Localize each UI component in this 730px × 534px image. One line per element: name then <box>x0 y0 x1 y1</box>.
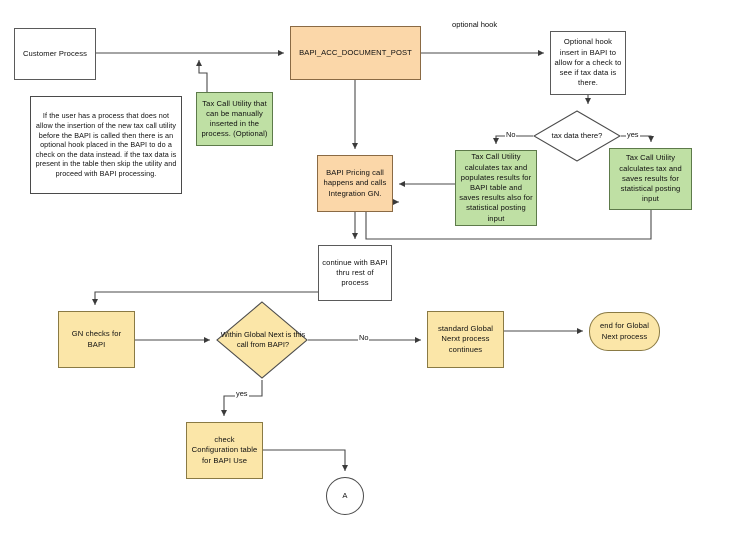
node-label: Customer Process <box>22 48 88 58</box>
node-label: Within Global Next is this call from BAP… <box>220 329 306 349</box>
node-label: check Configuration table for BAPI Use <box>191 435 258 465</box>
edge-config-to-connector <box>263 449 348 471</box>
node-tax-utility-yes-branch[interactable]: Tax Call Utility calculates tax and save… <box>609 148 692 210</box>
node-within-global-next-decision[interactable]: Within Global Next is this call from BAP… <box>216 301 308 379</box>
node-tax-call-utility-manual[interactable]: Tax Call Utility that can be manually in… <box>196 92 273 146</box>
edge-label-tax-data-yes: yes <box>626 130 640 139</box>
edge-globalnext-yes <box>221 380 263 416</box>
node-label: GN checks for BAPI <box>71 329 122 349</box>
edge-label-global-next-no: No <box>358 333 370 342</box>
node-check-configuration-table[interactable]: check Configuration table for BAPI Use <box>186 422 263 479</box>
node-label: continue with BAPI thru rest of process <box>322 257 388 288</box>
node-customer-process[interactable]: Customer Process <box>14 28 96 80</box>
note-optional-hook-explanation: If the user has a process that does not … <box>30 96 182 194</box>
node-label: standard Global Nerxt process continues <box>437 324 494 354</box>
node-bapi-acc-document-post[interactable]: BAPI_ACC_DOCUMENT_POST <box>290 26 421 80</box>
node-label: Tax Call Utility that can be manually in… <box>201 98 268 139</box>
node-tax-data-decision[interactable]: tax data there? <box>533 110 621 162</box>
node-continue-with-bapi[interactable]: continue with BAPI thru rest of process <box>318 245 392 301</box>
node-bapi-pricing-call[interactable]: BAPI Pricing call happens and calls Inte… <box>317 155 393 212</box>
edge-label-global-next-yes: yes <box>235 389 249 398</box>
node-tax-utility-no-branch[interactable]: Tax Call Utility calculates tax and popu… <box>455 150 537 226</box>
node-label: BAPI_ACC_DOCUMENT_POST <box>299 47 412 57</box>
edge-label-tax-data-no: No <box>505 130 517 139</box>
node-label: Optional hook insert in BAPI to allow fo… <box>554 37 622 88</box>
node-label: end for Global Next process <box>599 321 650 341</box>
node-standard-global-next[interactable]: standard Global Nerxt process continues <box>427 311 504 368</box>
edge-label-optional-hook: optional hook <box>452 20 498 29</box>
node-label: BAPI Pricing call happens and calls Inte… <box>323 168 387 198</box>
node-gn-checks-for-bapi[interactable]: GN checks for BAPI <box>58 311 135 368</box>
diamond-shape <box>216 301 308 379</box>
edge-taxutility-to-mainline <box>196 60 208 92</box>
node-label: Tax Call Utility calculates tax and popu… <box>459 152 533 223</box>
diamond-shape <box>533 110 621 162</box>
node-end-for-global-next[interactable]: end for Global Next process <box>589 312 660 351</box>
node-label: tax data there? <box>551 130 603 140</box>
node-label: A <box>342 490 348 500</box>
node-connector-a[interactable]: A <box>326 477 364 515</box>
node-optional-hook-insert[interactable]: Optional hook insert in BAPI to allow fo… <box>550 31 626 95</box>
note-text: If the user has a process that does not … <box>35 111 177 178</box>
node-label: Tax Call Utility calculates tax and save… <box>619 153 682 204</box>
